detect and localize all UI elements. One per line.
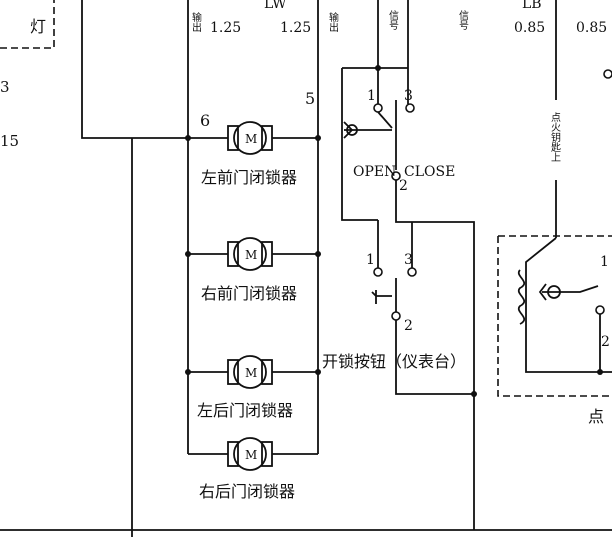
motor-symbol: M [245,366,257,380]
motor-label-right-rear: 右后门闭锁器 [199,482,295,501]
wire-vert-label-right: 输出 [327,11,339,32]
ignition-pin-1: 1 [600,254,609,270]
unlock-button-label: 开锁按钮（仪表台） [322,352,466,371]
key-switch-pin-2: 2 [399,178,408,194]
key-switch-close: CLOSE [404,164,455,180]
left-edge-number-2: 15 [0,132,19,150]
lb-size-1: 0.85 [514,20,545,36]
motor-symbol: M [245,448,257,462]
signal-vert-label-1: 信号 [387,10,399,31]
motor-label-left-front: 左前门闭锁器 [201,168,297,187]
motor-left-rear: M 左后门闭锁器 [185,355,321,420]
top-label-row: 输出 1.25 LW 1.25 输出 信号 信号 LB 0.85 0.85 [190,0,608,36]
motor-label-left-rear: 左后门闭锁器 [197,401,293,420]
ignition-pin-2: 2 [601,334,610,350]
motor-pin-right: 5 [305,89,315,108]
wire-size-right: 1.25 [280,20,311,36]
motor-label-right-front: 右前门闭锁器 [201,284,297,303]
unlock-pin-3: 3 [404,252,413,268]
unlock-pin-2: 2 [404,318,413,334]
lamp-label: 灯 [30,17,46,36]
key-switch-pin-1: 1 [367,88,376,104]
unlock-button: 1 3 2 开锁按钮（仪表台） [322,220,477,397]
motor-left-front: M 6 5 左前门闭锁器 [185,89,321,187]
key-switch-open: OPEN [353,164,396,180]
key-switch-pin-3: 3 [404,88,413,104]
wire-size-left: 1.25 [210,20,241,36]
wire-tag-left: LW [264,0,287,12]
left-edge-number-1: 3 [0,78,10,96]
lamp-box: 灯 3 15 [0,0,55,150]
signal-vert-label-2: 信号 [457,10,469,31]
wire-vert-label-left: 输出 [190,11,202,32]
door-key-switch: 1 3 2 OPEN CLOSE [341,0,475,530]
motor-right-front: M 右前门闭锁器 [185,237,321,303]
lb-tag: LB [522,0,542,12]
ignition-bottom-label: 点 [588,407,604,426]
unlock-pin-1: 1 [366,252,375,268]
lb-size-2: 0.85 [576,20,607,36]
ignition-vert-label: 点火钥匙上 [549,112,561,162]
motor-symbol: M [245,132,257,146]
motor-right-rear: M 右后门闭锁器 [188,437,318,501]
motor-symbol: M [245,248,257,262]
motor-pin-left: 6 [200,111,210,130]
ignition-switch: 点火钥匙上 1 2 点 [497,0,612,426]
